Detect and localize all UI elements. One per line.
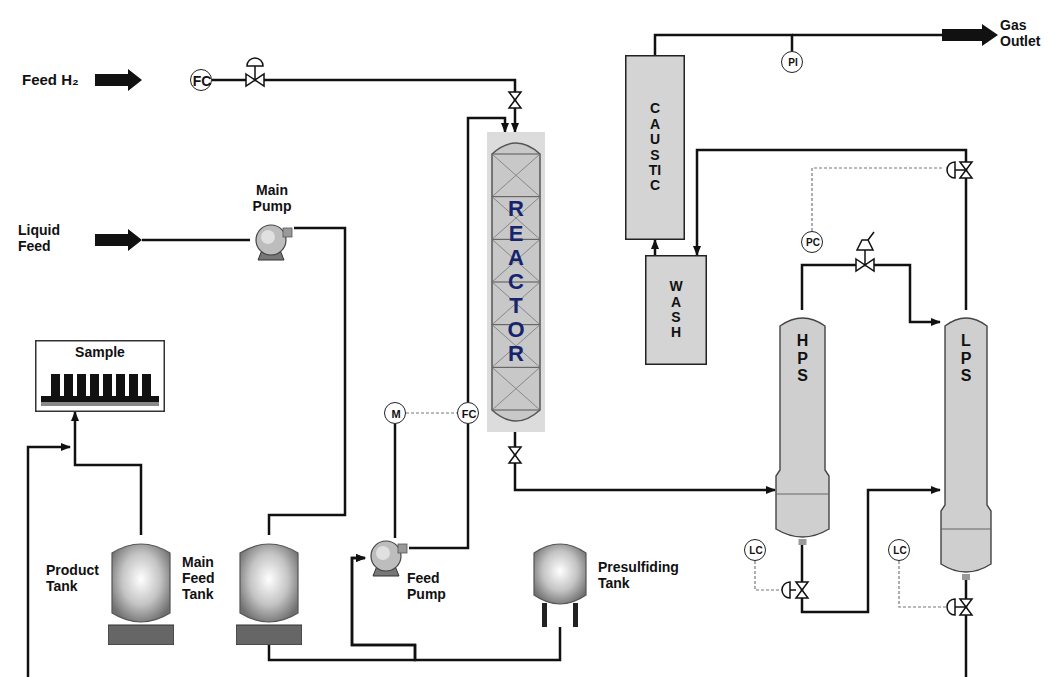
process-line (802, 265, 940, 322)
ptank-node: Presulfiding Tank (530, 535, 590, 627)
stream-label: Liquid Feed (18, 222, 78, 254)
instrument-bubble: LC (744, 539, 766, 561)
node-label: HPS (795, 332, 811, 385)
node-label: LPS (958, 332, 974, 385)
node-label: PI (788, 57, 797, 69)
node-label: PC (806, 237, 820, 249)
process-line (515, 432, 775, 490)
process-lines (28, 35, 966, 677)
process-line (75, 412, 141, 535)
node-label: Main Feed Tank (182, 554, 230, 602)
shape-outline (108, 535, 174, 645)
box-node: WASH (645, 255, 707, 365)
instrument-bubble: FC (190, 69, 212, 91)
node-label: CAUSTIC (648, 101, 662, 193)
process-line (212, 80, 515, 132)
node-label: REACTOR (505, 197, 527, 366)
process-line (269, 228, 345, 535)
node-label: Sample (75, 344, 125, 360)
node-label: Main Pump (247, 182, 297, 214)
feed-arrows (95, 24, 998, 251)
shape-outline (236, 535, 302, 645)
process-line (409, 424, 468, 548)
vessel-node: HPS (775, 310, 830, 545)
shape-outline (365, 538, 409, 578)
node-label: FC (193, 73, 212, 89)
process-line (352, 558, 560, 660)
box-node: CAUSTIC (625, 55, 685, 240)
shape-outline (530, 535, 590, 627)
valves (246, 58, 972, 615)
instrument-bubble: FC (457, 402, 479, 424)
process-line (654, 240, 657, 255)
process-line (697, 150, 966, 310)
node-label: M (391, 408, 400, 421)
sample-node: Sample (35, 340, 165, 412)
vessel-node: LPS (940, 310, 992, 580)
instrument-bubble: PC (801, 231, 823, 253)
signal-line (406, 412, 457, 413)
signal-lines (755, 168, 948, 607)
instrument-bubble: PI (781, 51, 803, 73)
node-label: Product Tank (46, 562, 102, 594)
pump-node: Main Pump (250, 222, 294, 262)
tank-node: Product Tank (108, 535, 174, 645)
tank-node: Main Feed Tank (236, 535, 302, 645)
node-label: LC (749, 545, 762, 557)
node-label: Presulfiding Tank (598, 559, 698, 591)
instrument-bubble: LC (888, 539, 910, 561)
pump-node: Feed Pump (365, 538, 409, 578)
stream-label: Gas Outlet (1000, 17, 1056, 49)
process-line (655, 35, 792, 55)
shape-outline (250, 222, 294, 262)
node-label: FC (462, 408, 477, 421)
node-label: Feed Pump (407, 570, 455, 602)
node-label: LC (893, 545, 906, 557)
node-label: WASH (669, 279, 683, 341)
stream-label: Feed H₂ (22, 71, 102, 88)
reactor-node: REACTOR (487, 132, 545, 432)
instrument-bubble: M (384, 402, 406, 424)
